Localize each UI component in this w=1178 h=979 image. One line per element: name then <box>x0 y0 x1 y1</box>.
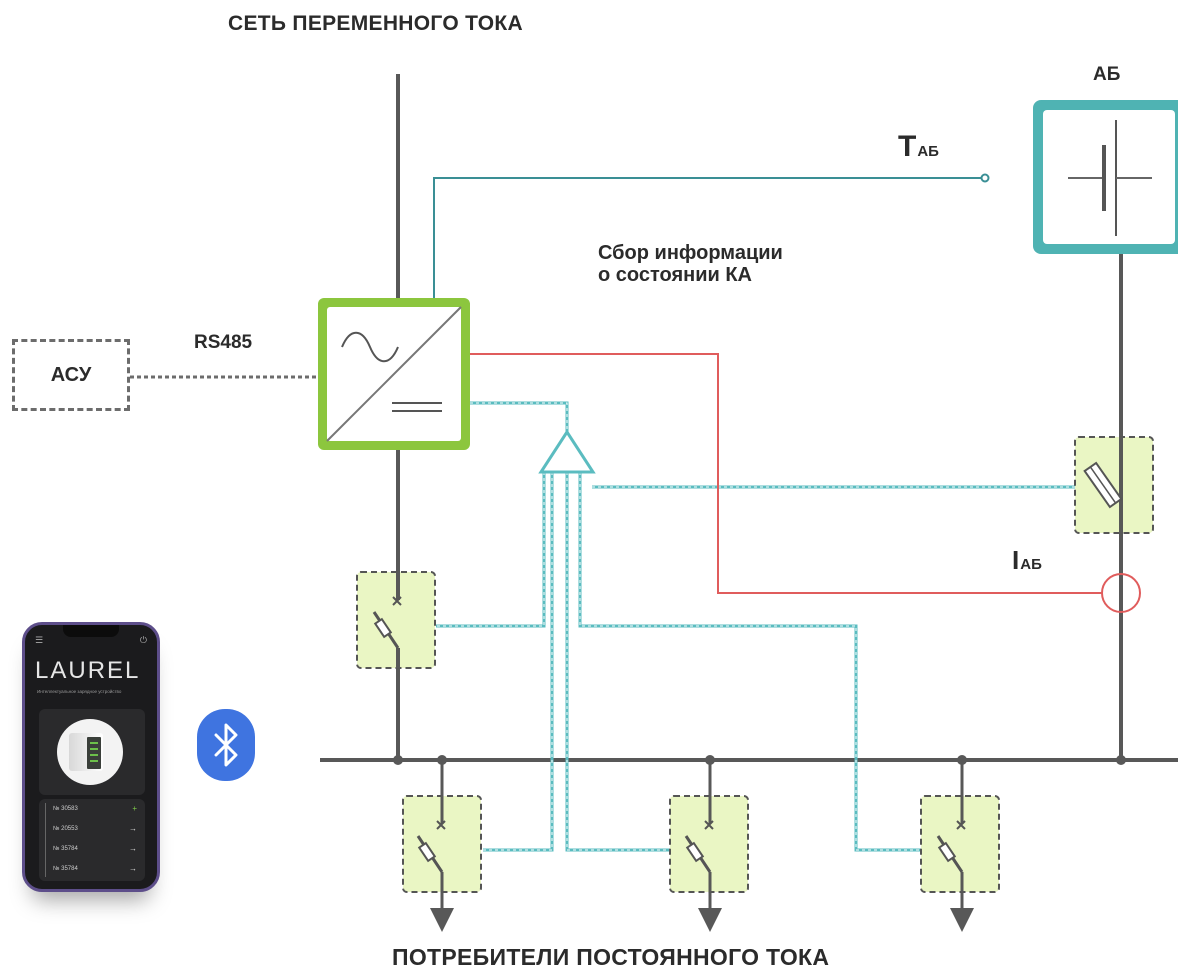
phone-app-mockup: ☰ ⏻ LAUREL Интеллектуальное зарядное уст… <box>22 622 160 892</box>
info-collection-label: Сбор информации о состоянии КА <box>598 242 783 286</box>
battery-icon <box>1033 100 1178 254</box>
device-name: № 35784 <box>53 846 78 852</box>
consumer-breaker-3 <box>920 795 1000 893</box>
info-line-2: о состоянии КА <box>598 264 753 286</box>
arrow-right-icon[interactable]: → <box>129 864 137 873</box>
menu-icon[interactable]: ☰ <box>35 635 44 645</box>
consumer-breaker-1 <box>402 795 482 893</box>
ac-dc-converter-icon <box>318 298 470 450</box>
current-sensor-icon <box>1101 573 1141 613</box>
arrow-right-icon[interactable]: → <box>129 844 137 853</box>
device-name: № 30583 <box>53 806 78 812</box>
phone-topbar: ☰ ⏻ <box>35 635 147 645</box>
current-measurement-line <box>470 353 1103 594</box>
app-brand: LAUREL <box>35 657 141 684</box>
rs485-label: RS485 <box>194 332 253 353</box>
bluetooth-icon <box>197 709 255 781</box>
dc-consumers-label: ПОТРЕБИТЕЛИ ПОСТОЯННОГО ТОКА <box>392 944 830 970</box>
temperature-label-sub: АБ <box>917 143 939 160</box>
list-item[interactable]: № 35784 → <box>45 842 141 858</box>
temperature-label: TАБ <box>898 130 939 164</box>
current-label-main: I <box>1012 545 1020 575</box>
temperature-sensor-icon <box>980 173 990 183</box>
phone-notch <box>63 625 119 637</box>
battery-label: АБ <box>1093 64 1121 85</box>
device-name: № 35784 <box>53 866 78 872</box>
add-icon[interactable]: + <box>132 804 137 813</box>
info-line-1: Сбор информации <box>598 242 783 264</box>
acu-label: АСУ <box>50 363 92 386</box>
ac-network-label: СЕТЬ ПЕРЕМЕННОГО ТОКА <box>228 12 523 35</box>
list-item[interactable]: № 35784 → <box>45 862 141 878</box>
bluetooth-symbol <box>214 723 238 767</box>
temperature-label-main: T <box>898 130 917 163</box>
current-label: IАБ <box>1012 545 1042 576</box>
fuse-icon <box>1074 436 1154 534</box>
device-name: № 20553 <box>53 826 78 832</box>
arrow-right-icon[interactable]: → <box>129 824 137 833</box>
signal-collector <box>538 429 596 474</box>
acu-box: АСУ <box>12 339 130 411</box>
list-item[interactable]: № 20553 → <box>45 822 141 838</box>
circuit-breaker-icon <box>356 571 436 669</box>
current-label-sub: АБ <box>1020 556 1042 573</box>
power-icon[interactable]: ⏻ <box>139 635 147 645</box>
charger-panel <box>87 737 101 769</box>
consumer-breaker-2 <box>669 795 749 893</box>
device-list <box>39 799 145 881</box>
list-item[interactable]: № 30583 + <box>45 802 141 818</box>
app-brand-subtitle: Интеллектуальное зарядное устройство <box>37 689 122 694</box>
list-scroll-line <box>45 803 46 877</box>
